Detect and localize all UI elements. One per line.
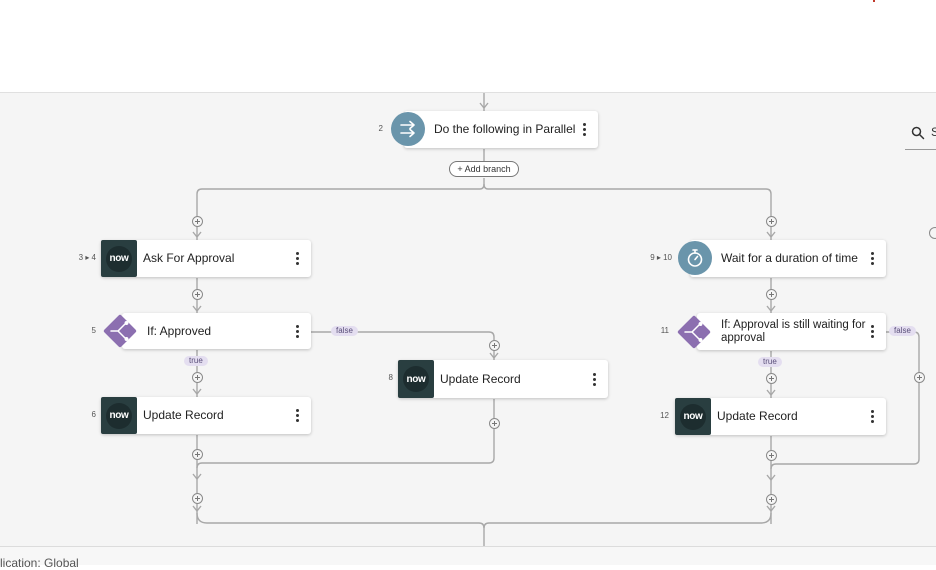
step-label: Update Record — [440, 372, 521, 386]
step-menu-button[interactable] — [588, 369, 600, 389]
step-label: Update Record — [717, 410, 798, 423]
now-logo: now — [398, 360, 434, 398]
step-number: 2 — [378, 124, 383, 133]
step-number: 8 — [388, 373, 393, 382]
application-scope-label: lication: Global — [0, 556, 79, 570]
search-underline — [905, 149, 936, 150]
step-menu-button[interactable] — [291, 406, 303, 426]
search-field[interactable] — [905, 118, 936, 150]
branch-false-pill: false — [889, 326, 916, 336]
step-menu-button[interactable] — [291, 249, 303, 269]
step-number: 12 — [660, 411, 669, 420]
add-step-button[interactable] — [929, 227, 936, 239]
search-input-text: S — [931, 125, 936, 139]
step-menu-button[interactable] — [866, 407, 878, 427]
step-card-if-approved[interactable]: If: Approved — [122, 313, 311, 349]
step-menu-button[interactable] — [291, 321, 303, 341]
add-step-button[interactable] — [192, 216, 203, 227]
step-label: Do the following in Parallel — [434, 123, 576, 136]
step-number: 11 — [660, 326, 669, 335]
branch-false-pill: false — [331, 326, 358, 336]
add-step-button[interactable] — [766, 494, 777, 505]
step-card-parallel[interactable]: Do the following in Parallel — [404, 111, 598, 148]
now-logo: now — [675, 398, 711, 435]
now-logo-text: now — [406, 373, 426, 385]
now-logo: now — [101, 397, 137, 434]
step-card-if-still-waiting[interactable]: If: Approval is still waiting for approv… — [697, 313, 886, 350]
top-area — [0, 0, 936, 92]
add-branch-button[interactable]: + Add branch — [449, 161, 519, 177]
add-step-button[interactable] — [192, 449, 203, 460]
if-condition-icon — [100, 311, 140, 351]
step-label: If: Approved — [147, 324, 212, 338]
branch-true-pill: true — [184, 356, 208, 366]
step-menu-button[interactable] — [866, 249, 878, 269]
add-step-button[interactable] — [489, 340, 500, 351]
now-logo-text: now — [683, 411, 703, 422]
add-step-button[interactable] — [766, 450, 777, 461]
add-step-button[interactable] — [192, 289, 203, 300]
step-number: 5 — [91, 326, 96, 335]
search-icon — [911, 126, 925, 140]
branch-true-pill: true — [758, 357, 782, 367]
now-logo: now — [101, 240, 137, 277]
step-number: 9 ▸ 10 — [650, 253, 672, 262]
add-step-button[interactable] — [766, 289, 777, 300]
add-step-button[interactable] — [766, 216, 777, 227]
step-number: 3 ▸ 4 — [78, 253, 96, 262]
add-step-button[interactable] — [489, 418, 500, 429]
add-step-button[interactable] — [192, 493, 203, 504]
step-label: Ask For Approval — [143, 252, 235, 265]
if-condition-icon — [674, 312, 714, 352]
now-logo-text: now — [109, 253, 129, 264]
red-indicator — [873, 0, 875, 2]
timer-icon — [678, 241, 712, 275]
step-card-wait-duration[interactable]: Wait for a duration of time — [690, 240, 886, 277]
step-label: Wait for a duration of time — [721, 252, 858, 265]
step-label: If: Approval is still waiting for approv… — [721, 318, 866, 344]
parallel-arrows-icon — [391, 112, 425, 146]
now-logo-text: now — [109, 410, 129, 421]
step-label: Update Record — [143, 409, 224, 422]
add-step-button[interactable] — [914, 372, 925, 383]
add-step-button[interactable] — [192, 372, 203, 383]
step-menu-button[interactable] — [866, 322, 878, 342]
status-bar — [0, 546, 936, 565]
step-menu-button[interactable] — [578, 120, 590, 140]
add-step-button[interactable] — [766, 373, 777, 384]
step-number: 6 — [91, 410, 96, 419]
